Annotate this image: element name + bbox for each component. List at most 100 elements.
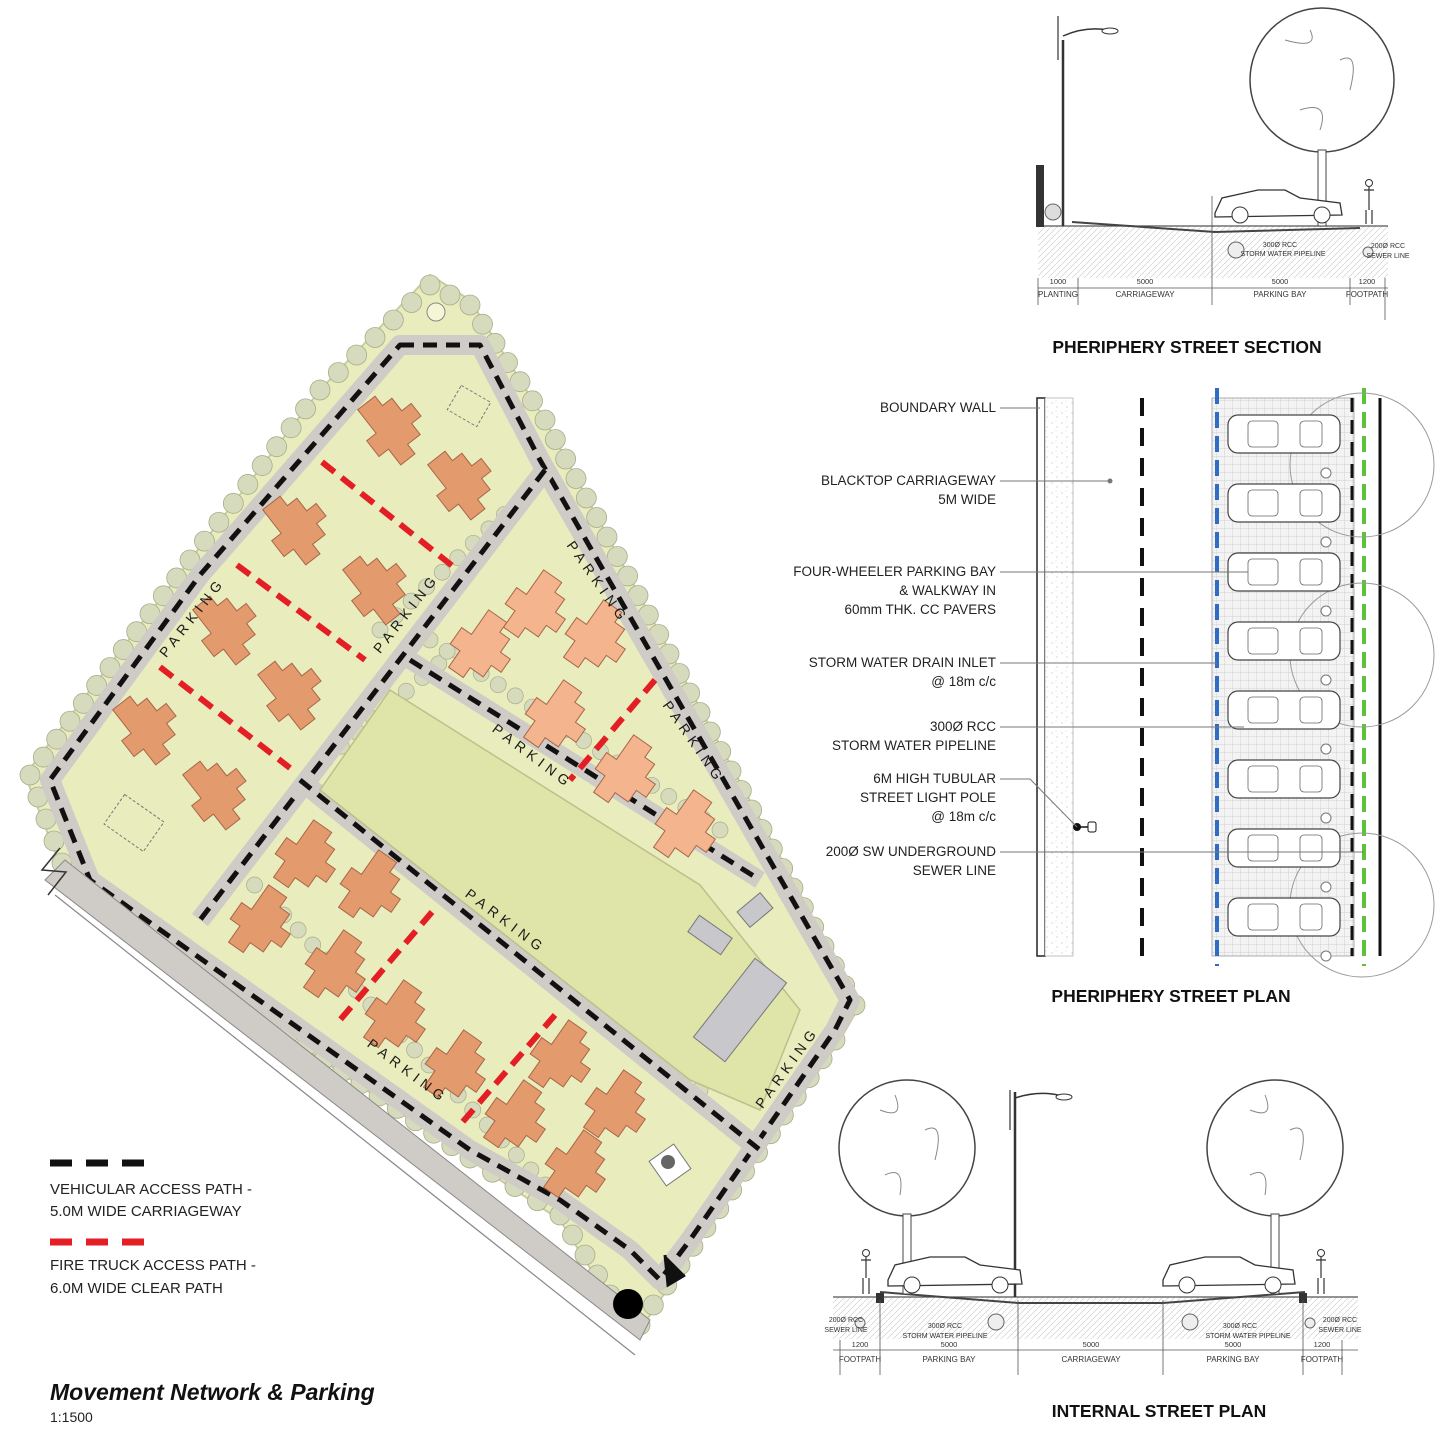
int-sewer-right-1: 200Ø RCC	[1323, 1317, 1357, 1324]
periphery-street-section: 300Ø RCC STORM WATER PIPELINE 200Ø RCC S…	[1036, 7, 1410, 320]
housing-block-17	[302, 929, 367, 999]
carriageway-surface	[1071, 221, 1361, 234]
int-storm-right-icon	[1181, 1313, 1199, 1331]
internal-car-right	[1162, 1256, 1296, 1294]
person-left	[861, 1249, 871, 1294]
tree-113	[346, 344, 368, 366]
plan-label-6-1: SEWER LINE	[913, 863, 996, 878]
housing-block-4	[191, 595, 257, 666]
plan-car-1	[1227, 483, 1341, 523]
tree-90	[19, 764, 41, 786]
section-sewer-1: 200Ø RCC	[1371, 243, 1405, 250]
tree-57	[574, 1244, 596, 1266]
top-plaza	[446, 384, 492, 428]
legend-fire-line2: 6.0M WIDE CLEAR PATH	[50, 1280, 223, 1297]
shrub	[1044, 203, 1062, 221]
site-plan-title: Movement Network & Parking	[50, 1379, 375, 1405]
plan-car-5	[1227, 759, 1341, 799]
tree-175	[402, 592, 420, 610]
internal-road-surface	[879, 1291, 1306, 1304]
plan-car-4	[1227, 690, 1341, 730]
tree-111	[309, 379, 331, 401]
int-storm-left-icon	[987, 1313, 1005, 1331]
tree-91	[32, 746, 54, 768]
tree-3	[472, 313, 493, 335]
tree-8	[534, 409, 556, 431]
housing-block-10	[447, 609, 512, 679]
plan-label-5-0: 6M HIGH TUBULAR	[873, 771, 996, 786]
tree-122	[397, 682, 415, 700]
int-dim-1: 1200	[852, 1340, 869, 1349]
int-zone-5: FOOTPATH	[1301, 1355, 1344, 1364]
plan-label-1-0: BLACKTOP CARRIAGEWAY	[821, 473, 996, 488]
plan-parking-bay	[1211, 397, 1355, 957]
int-dim-3: 5000	[1083, 1340, 1100, 1349]
tree-58	[562, 1224, 583, 1246]
tree-164	[660, 788, 678, 805]
int-storm-left-2: STORM WATER PIPELINE	[902, 1333, 987, 1340]
housing-block-7	[181, 760, 247, 831]
site-plan-scale: 1:1500	[50, 1409, 93, 1425]
internal-street-light	[1009, 1090, 1073, 1297]
tree-10	[555, 448, 577, 470]
external-road	[44, 859, 651, 1341]
plan-label-1-1: 5M WIDE	[938, 492, 996, 507]
corner-plaza	[103, 793, 165, 853]
vehicular-access-path	[47, 342, 853, 1283]
int-dim-4: 5000	[1225, 1340, 1242, 1349]
housing-block-14	[272, 819, 337, 889]
int-zone-4: PARKING BAY	[1206, 1355, 1260, 1364]
tree-right	[1206, 1079, 1344, 1295]
plan-car-0	[1227, 414, 1341, 454]
plan-tree-canopy-0	[1289, 392, 1435, 538]
section-zone-3: PARKING BAY	[1253, 290, 1307, 299]
housing-block-3	[341, 555, 407, 626]
plan-label-2-2: 60mm THK. CC PAVERS	[844, 602, 996, 617]
plan-boundary-wall	[1036, 397, 1046, 957]
tree-53	[642, 1294, 664, 1316]
housing-block-15	[337, 849, 402, 919]
tree-179	[246, 876, 263, 894]
tree-104	[208, 511, 230, 533]
curb-left	[876, 1293, 884, 1303]
housing-block-21	[582, 1069, 647, 1139]
housing-block-23	[542, 1129, 607, 1199]
tree-12	[575, 487, 597, 509]
housing-block-18	[362, 979, 427, 1049]
housing-block-16	[227, 884, 292, 954]
housing-block-1	[426, 450, 492, 521]
plan-label-4-0: 300Ø RCC	[930, 719, 996, 734]
tree-13	[586, 507, 608, 528]
person	[1364, 179, 1374, 224]
int-zone-2: PARKING BAY	[922, 1355, 976, 1364]
external-road-edge	[54, 894, 636, 1356]
tree-155	[506, 687, 524, 705]
int-storm-right-1: 300Ø RCC	[1223, 1323, 1257, 1330]
tree-197	[508, 1146, 525, 1164]
tree-105	[222, 492, 244, 514]
tree-173	[433, 563, 451, 581]
tree-107	[251, 455, 273, 476]
legend-fire-line1: FIRE TRUCK ACCESS PATH -	[50, 1257, 256, 1274]
plan-parked-cars	[1227, 414, 1341, 962]
housing-block-19	[422, 1029, 487, 1099]
plan-planting-strip	[1044, 397, 1074, 957]
plan-label-4-1: STORM WATER PIPELINE	[832, 738, 996, 753]
plan-label-5-2: @ 18m c/c	[931, 809, 996, 824]
tree-154	[489, 676, 507, 694]
legend-vehicular-line1: VEHICULAR ACCESS PATH -	[50, 1181, 252, 1198]
int-sewer-left-2: SEWER LINE	[824, 1327, 868, 1334]
section-zone-4: FOOTPATH	[1346, 290, 1389, 299]
boundary-wall	[1036, 165, 1044, 227]
tree-103	[194, 530, 215, 552]
tree-1	[439, 284, 461, 306]
tree-7	[522, 390, 543, 412]
int-storm-right-2: STORM WATER PIPELINE	[1205, 1333, 1290, 1340]
internal-section-title: INTERNAL STREET PLAN	[1052, 1401, 1267, 1421]
plan-car-7	[1227, 897, 1341, 937]
plan-label-3-0: STORM WATER DRAIN INLET	[809, 655, 996, 670]
section-dim-4: 1200	[1359, 277, 1376, 286]
